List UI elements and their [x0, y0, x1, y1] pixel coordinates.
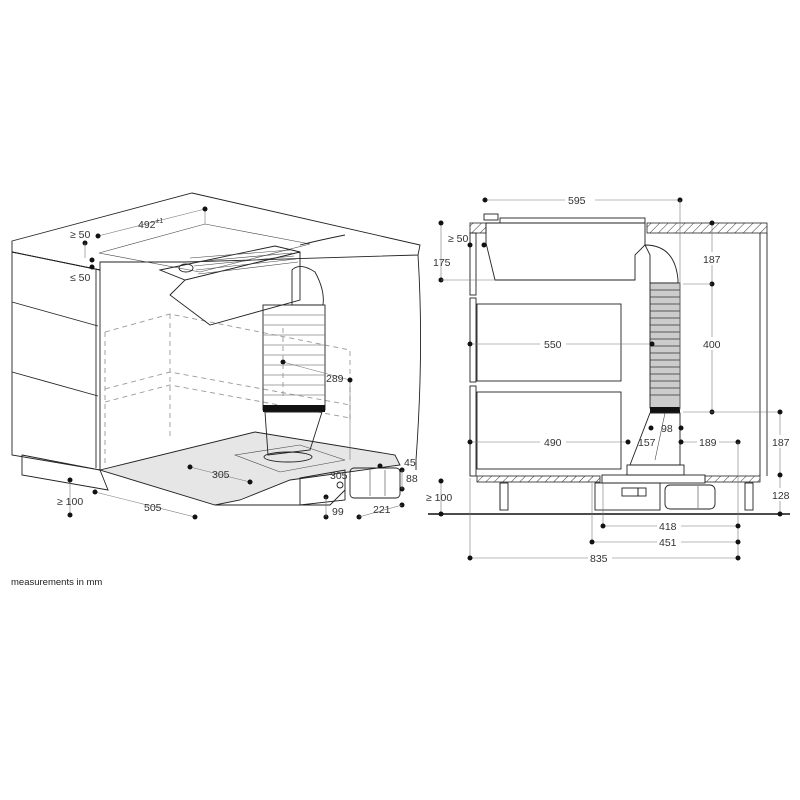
worktop-cutout — [98, 223, 311, 273]
dim-595: 595 — [568, 195, 586, 207]
base-plate — [98, 431, 401, 506]
plinth-section — [499, 482, 754, 511]
left-cabinet — [11, 251, 101, 471]
dim-88: 88 — [406, 473, 418, 485]
knob-icon — [178, 263, 194, 273]
dim-45: 45 — [404, 457, 416, 469]
dim-plinth-min: ≥ 100 — [57, 496, 83, 508]
drawer-upper — [476, 303, 622, 382]
dim-305-outlet: 305 — [330, 470, 348, 482]
cooktop-unit — [158, 234, 346, 326]
dim-plinth-min-section: ≥ 100 — [426, 492, 452, 504]
cooktop-section — [483, 213, 679, 284]
duct-section — [601, 282, 706, 484]
dim-187-top: 187 — [703, 254, 721, 266]
section-dimensions — [438, 197, 783, 561]
dim-99: 99 — [332, 506, 344, 518]
dim-418: 418 — [659, 521, 677, 533]
drawer-lower — [476, 391, 622, 470]
perspective-dimensions — [67, 206, 405, 520]
dim-min-edge: ≥ 50 — [70, 229, 91, 241]
dim-289: 289 — [326, 373, 344, 385]
dim-157: 157 — [638, 437, 656, 449]
dim-451: 451 — [659, 537, 677, 549]
dim-175: 175 — [433, 257, 451, 269]
dim-min-edge-section: ≥ 50 — [448, 233, 469, 245]
perspective-view: 492±1 ≥ 50 ≤ 50 ≥ 100 505 305 289 305 45… — [11, 192, 422, 520]
duct-column — [262, 266, 326, 463]
worktop-right — [646, 222, 768, 234]
dim-305-base: 305 — [212, 469, 230, 481]
worktop-left — [469, 222, 487, 234]
units-caption: measurements in mm — [11, 577, 103, 588]
dim-400: 400 — [703, 339, 721, 351]
dim-492: 492±1 — [138, 218, 163, 231]
outlet-box — [299, 467, 401, 506]
cooktop-grille — [189, 249, 299, 275]
section-view: 595 ≥ 50 175 187 550 400 490 98 157 189 … — [426, 193, 794, 565]
dim-835: 835 — [590, 553, 608, 565]
dim-505: 505 — [144, 502, 162, 514]
dim-98: 98 — [661, 423, 673, 435]
dim-128: 128 — [772, 490, 790, 502]
dim-max-depth: ≤ 50 — [70, 272, 91, 284]
dim-550: 550 — [544, 339, 562, 351]
dim-187-lower: 187 — [772, 437, 790, 449]
dim-490: 490 — [544, 437, 562, 449]
duct-seal-band — [263, 405, 325, 412]
dim-221: 221 — [373, 504, 391, 516]
dim-189: 189 — [699, 437, 717, 449]
duct-seal-band — [650, 407, 680, 413]
